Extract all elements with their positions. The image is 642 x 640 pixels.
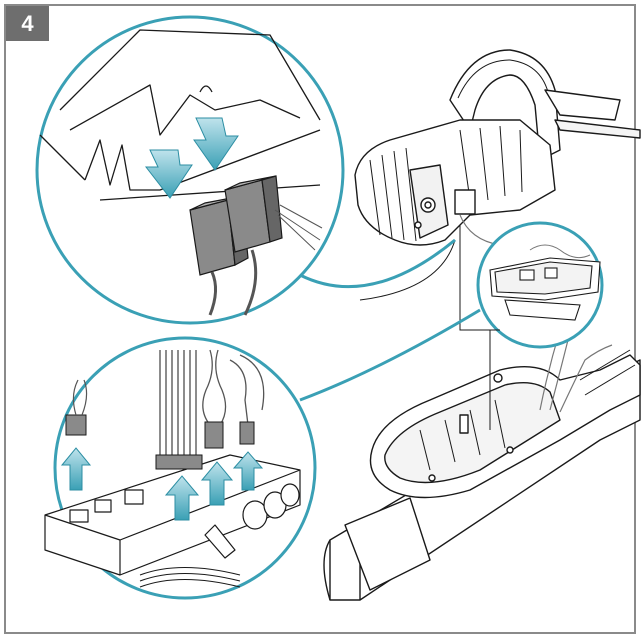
arrow-up-icon: [60, 447, 92, 491]
motor-handle-assembly: [354, 49, 641, 247]
callout-leader-lines: [359, 225, 500, 430]
connector-icon: [224, 175, 283, 253]
arrow-up-icon: [164, 475, 200, 521]
pcb-connector-callout: [44, 308, 481, 600]
arrow-up-icon: [232, 451, 264, 491]
connector-icon: [65, 414, 255, 449]
pcb-detail-callout: [476, 221, 604, 349]
arrow-up-icon: [200, 461, 234, 506]
vacuum-wand-body: [323, 299, 641, 601]
illustration-frame: [4, 4, 636, 634]
arrow-down-icon: [144, 149, 193, 199]
step-number-badge: 4: [6, 6, 49, 41]
arrow-down-icon: [193, 117, 239, 171]
connector-detail-callout: [35, 15, 456, 325]
